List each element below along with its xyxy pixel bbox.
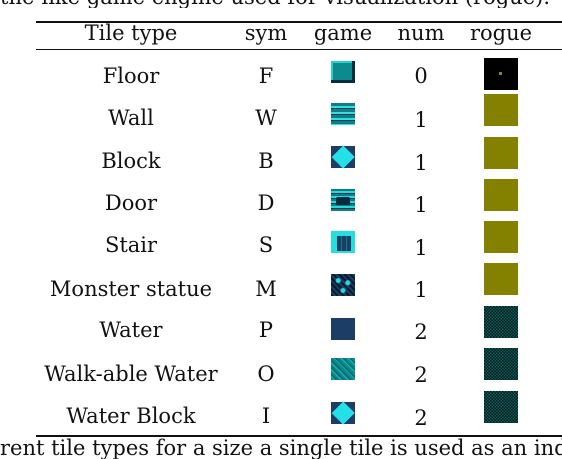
olive-block-icon [484, 137, 518, 169]
tile-type-label: Floor [102, 64, 160, 88]
num-label: 2 [414, 320, 428, 344]
water-tile-icon [331, 318, 355, 340]
num-label: 2 [414, 363, 428, 387]
symbol-label: D [257, 191, 275, 215]
symbol-label: I [261, 404, 271, 428]
olive-block-icon [484, 221, 518, 253]
black-floor-icon [484, 58, 518, 90]
checker-water-icon [484, 391, 518, 423]
header-num: num [397, 21, 445, 45]
symbol-label: F [258, 64, 274, 88]
tile-type-label: Monster statue [49, 277, 213, 301]
walkable-water-tile-icon [331, 358, 355, 380]
block-tile-icon [331, 146, 355, 168]
table-row-floor: Floor F 0 [0, 57, 562, 97]
table-row-stair: Stair S 1 [0, 221, 562, 267]
olive-block-icon [484, 263, 518, 295]
symbol-label: O [257, 362, 275, 386]
table-row-wall: Wall W 1 [0, 94, 562, 139]
symbol-label: M [255, 277, 277, 301]
tile-type-label: Water [99, 318, 163, 342]
tile-type-label: Block [101, 149, 161, 173]
table-row-block: Block B 1 [0, 137, 562, 182]
num-label: 1 [414, 151, 428, 175]
checker-water-icon [484, 348, 518, 380]
caption-above: the-like game engine used for visualizat… [0, 0, 562, 8]
header-rogue: rogue [469, 21, 533, 45]
table-header-rule [36, 49, 562, 50]
door-tile-icon [331, 189, 355, 211]
symbol-label: W [255, 106, 277, 130]
table-row-monster-statue: Monster statue M 1 [0, 263, 562, 309]
num-label: 1 [414, 108, 428, 132]
caption-below: rent tile types for a size a single tile… [0, 437, 562, 459]
symbol-label: S [258, 233, 274, 257]
num-label: 2 [414, 406, 428, 430]
olive-block-icon [484, 94, 518, 126]
tile-type-label: Water Block [66, 404, 196, 428]
wall-tile-icon [331, 103, 355, 125]
header-tile-type: Tile type [84, 21, 178, 45]
symbol-label: P [258, 318, 274, 342]
tile-type-label: Door [104, 191, 158, 215]
monster-statue-tile-icon [331, 274, 355, 296]
olive-block-icon [484, 179, 518, 211]
checker-water-icon [484, 306, 518, 338]
tile-type-label: Walk-able Water [44, 362, 218, 386]
num-label: 1 [414, 193, 428, 217]
table-row-water-block: Water Block I 2 [0, 391, 562, 437]
table-row-walkable-water: Walk-able Water O 2 [0, 348, 562, 394]
stair-tile-icon [331, 231, 355, 253]
num-label: 1 [414, 236, 428, 260]
floor-tile-icon [331, 61, 355, 83]
table-row-water: Water P 2 [0, 306, 562, 352]
table-row-door: Door D 1 [0, 179, 562, 224]
header-sym: sym [244, 21, 288, 45]
table-bottom-rule [36, 435, 562, 437]
num-label: 0 [414, 64, 428, 88]
symbol-label: B [258, 149, 274, 173]
num-label: 1 [414, 278, 428, 302]
water-block-tile-icon [331, 402, 355, 424]
tile-type-label: Wall [108, 106, 154, 130]
table-top-rule [36, 21, 562, 23]
header-game: game [313, 21, 373, 45]
tile-type-label: Stair [104, 233, 158, 257]
